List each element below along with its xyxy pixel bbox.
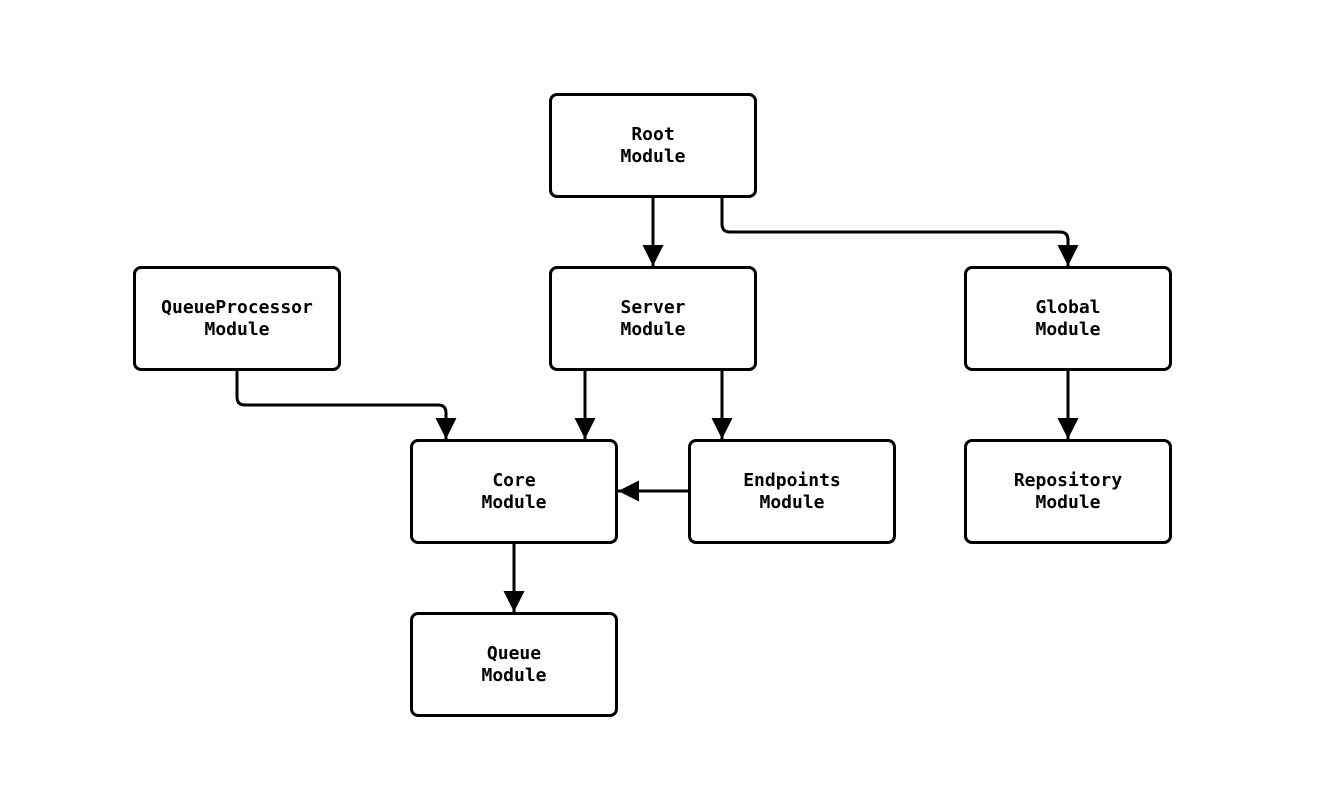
node-label-line2: Module — [481, 664, 547, 686]
node-label-line1: QueueProcessor — [161, 296, 313, 318]
node-endpoints-module: Endpoints Module — [688, 439, 896, 544]
node-label-line1: Server — [620, 296, 686, 318]
node-label-line1: Root — [631, 123, 675, 145]
node-label-line2: Module — [204, 318, 270, 340]
node-label-line2: Module — [1035, 491, 1101, 513]
node-label-line1: Endpoints — [743, 469, 841, 491]
node-queueprocessor-module: QueueProcessor Module — [133, 266, 341, 371]
node-global-module: Global Module — [964, 266, 1172, 371]
edge-group — [235, 198, 1079, 612]
node-label-line2: Module — [481, 491, 547, 513]
node-label-line2: Module — [620, 145, 686, 167]
node-repository-module: Repository Module — [964, 439, 1172, 544]
node-label-line2: Module — [759, 491, 825, 513]
node-server-module: Server Module — [549, 266, 757, 371]
node-label-line1: Global — [1035, 296, 1101, 318]
node-label-line1: Core — [492, 469, 536, 491]
node-label-line2: Module — [1035, 318, 1101, 340]
edge-queueprocessor-to-core-arrow — [235, 371, 457, 439]
node-core-module: Core Module — [410, 439, 618, 544]
node-root-module: Root Module — [549, 93, 757, 198]
node-queue-module: Queue Module — [410, 612, 618, 717]
node-label-line2: Module — [620, 318, 686, 340]
node-label-line1: Queue — [486, 642, 542, 664]
edge-root-to-global-arrow — [720, 198, 1079, 266]
node-label-line1: Repository — [1013, 469, 1123, 491]
